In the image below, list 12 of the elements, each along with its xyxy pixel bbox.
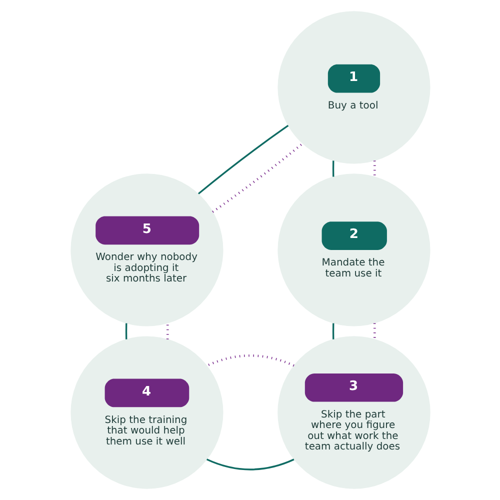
connector — [206, 354, 294, 367]
connector — [124, 323, 127, 340]
node-circle: 2 Mandate the team use it — [277, 174, 430, 326]
connector — [197, 124, 288, 194]
connector — [206, 458, 294, 470]
node-circle: 1 Buy a tool — [277, 11, 430, 164]
node-circle: 4 Skip the training that would help them use it well — [70, 336, 223, 489]
connector — [212, 142, 303, 213]
node-circle: 3 Skip the part where you figure out what work the team actually does — [277, 336, 430, 489]
connector — [332, 160, 334, 177]
connector — [332, 323, 334, 340]
node-circle: 5 Wonder why nobody is adopting it six months later — [70, 174, 223, 326]
